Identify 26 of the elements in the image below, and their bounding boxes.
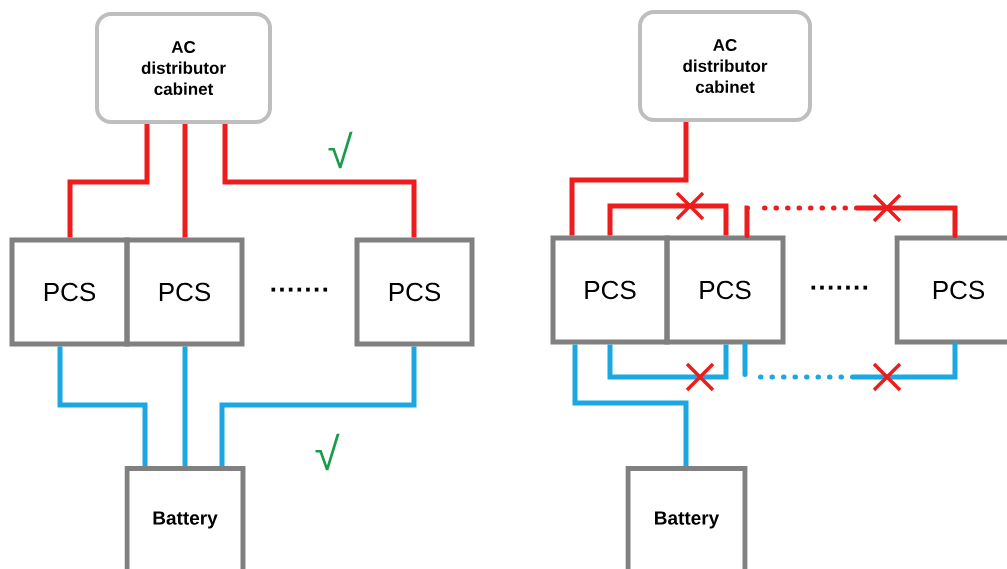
battery-box: Battery: [625, 466, 748, 569]
pcs-box: PCS: [664, 235, 786, 345]
pcs-box: PCS: [124, 237, 245, 347]
wire: [57, 346, 148, 466]
wire: [744, 205, 958, 238]
wire: [67, 124, 150, 238]
wire: [182, 124, 188, 238]
check-mark: √: [328, 131, 353, 169]
wire: [569, 122, 689, 236]
pcs-box: PCS: [894, 235, 1007, 345]
wire: [607, 203, 729, 236]
pcs-box: PCS: [354, 237, 475, 347]
cabinet-box: AC distributor cabinet: [638, 10, 812, 122]
wire: [182, 346, 188, 466]
pcs-box: PCS: [550, 235, 670, 345]
cabinet-box: AC distributor cabinet: [95, 12, 272, 124]
wire: [742, 342, 958, 380]
pcs-box: PCS: [9, 237, 130, 347]
ellipsis: ·······: [811, 285, 868, 290]
wire: [607, 344, 729, 380]
wire: [572, 344, 689, 466]
wire: [219, 346, 417, 466]
battery-box: Battery: [124, 466, 246, 569]
check-mark: √: [315, 433, 340, 471]
ellipsis: ·······: [271, 287, 328, 292]
wire: [222, 124, 417, 238]
